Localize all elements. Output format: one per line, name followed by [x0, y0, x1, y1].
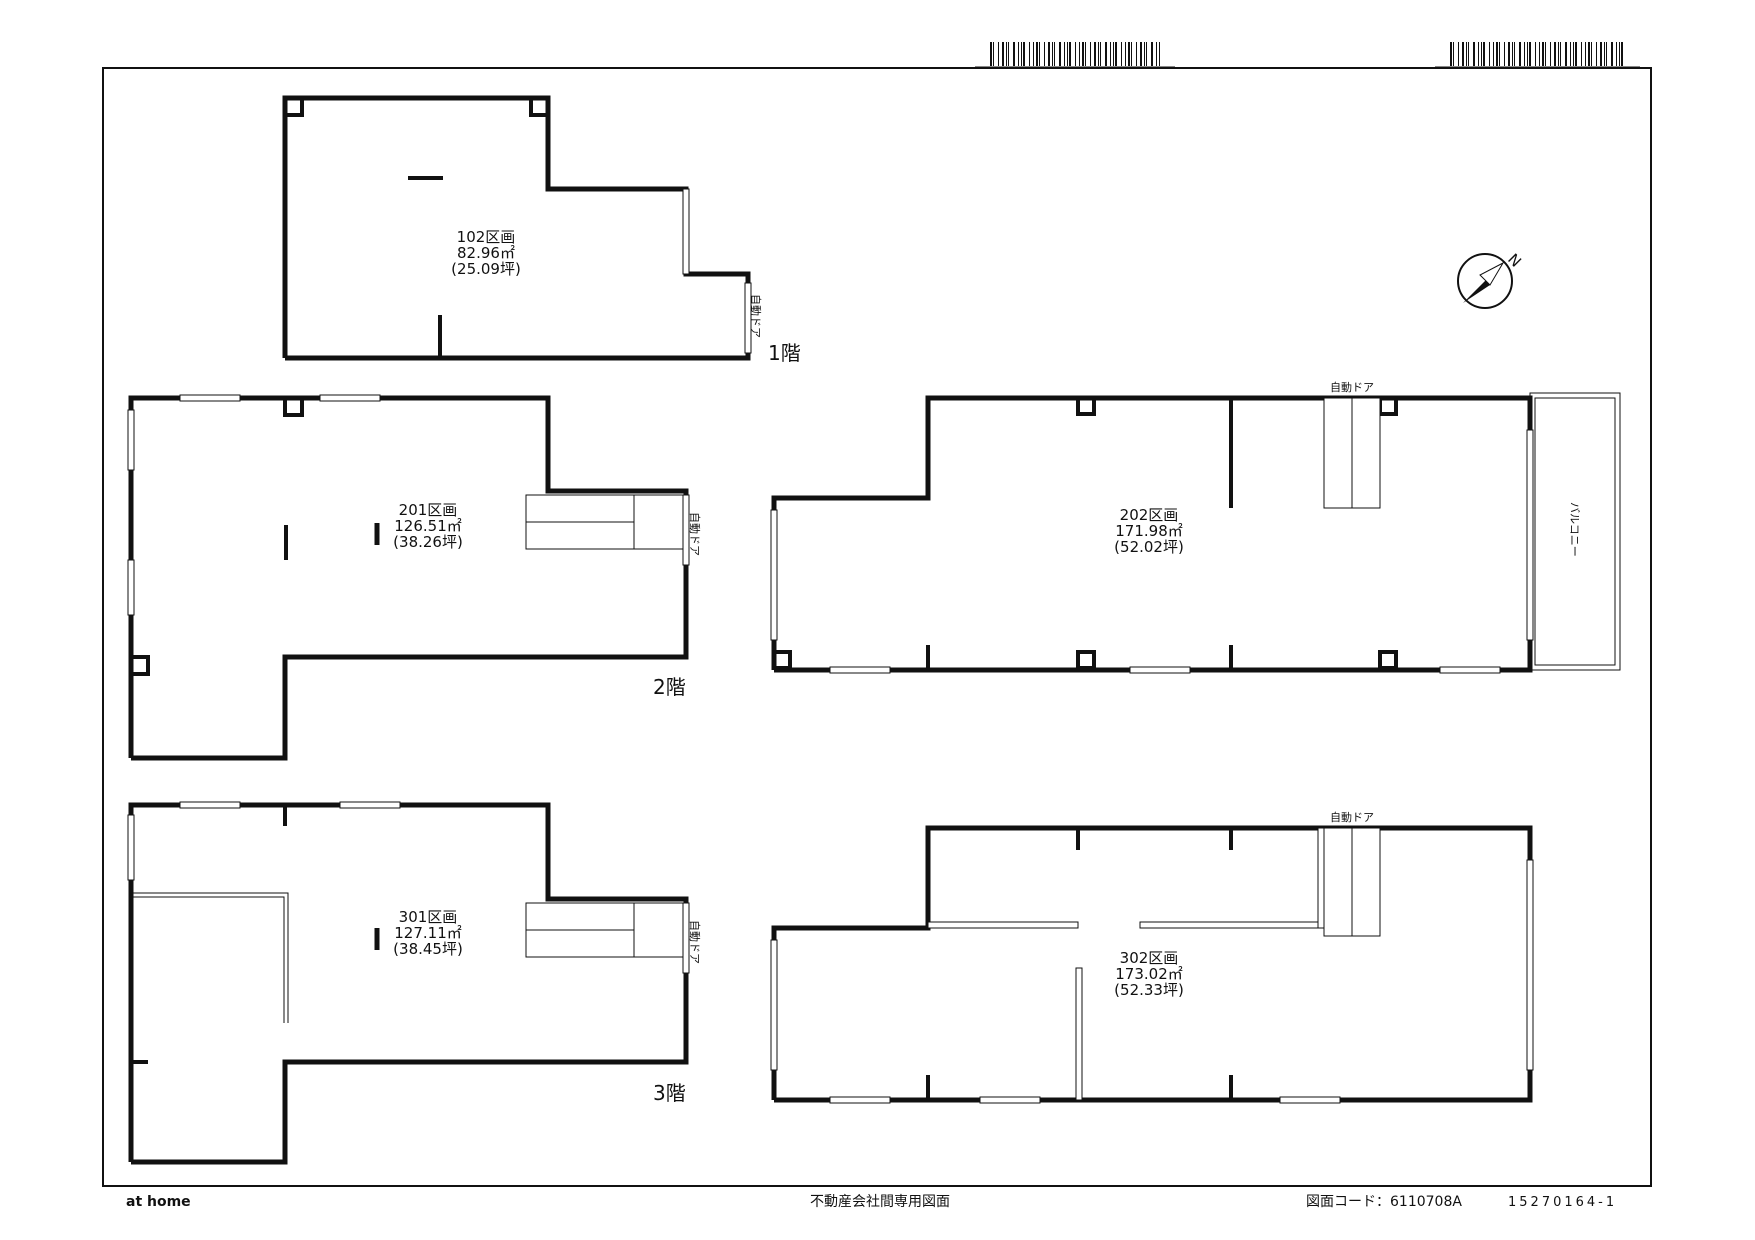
footer-logo: at home [126, 1194, 191, 1210]
plan-202 [770, 392, 1621, 674]
unit-202-area: 171.98㎡ [1115, 522, 1183, 540]
page-border [102, 67, 1652, 1187]
door-label-301: 自動ドア [688, 920, 702, 964]
footer-code: 図面コード：6110708A [1306, 1194, 1462, 1210]
unit-102-area: 82.96㎡ [457, 244, 515, 262]
unit-202-name: 202区画 [1120, 506, 1179, 524]
unit-301-area: 127.11㎡ [394, 924, 462, 942]
unit-301-tsubo: (38.45坪) [393, 940, 463, 958]
footer-number: 15270164-1 [1508, 1195, 1617, 1210]
door-label-302: 自動ドア [1330, 810, 1374, 824]
balcony-label: バルコニー [1568, 502, 1581, 557]
floor-label-1: 1階 [768, 341, 801, 365]
floor-label-3: 3階 [653, 1081, 686, 1105]
door-label-201: 自動ドア [688, 512, 702, 556]
barcode-left [975, 42, 1175, 68]
compass-icon [1457, 253, 1513, 309]
plan-302 [770, 825, 1534, 1104]
unit-102-tsubo: (25.09坪) [451, 260, 521, 278]
unit-102-name: 102区画 [457, 228, 516, 246]
unit-302-name: 302区画 [1120, 949, 1179, 967]
plan-301 [127, 801, 690, 1165]
door-label-202: 自動ドア [1330, 380, 1374, 394]
unit-202-tsubo: (52.02坪) [1114, 538, 1184, 556]
barcode-right [1435, 42, 1640, 68]
unit-201-area: 126.51㎡ [394, 517, 462, 535]
unit-302-tsubo: (52.33坪) [1114, 981, 1184, 999]
footer-title: 不動産会社間専用図面 [810, 1194, 950, 1210]
door-label-102: 自動ドア [749, 294, 763, 338]
unit-301-name: 301区画 [399, 908, 458, 926]
unit-201-tsubo: (38.26坪) [393, 533, 463, 551]
plan-201 [127, 394, 690, 761]
unit-302-area: 173.02㎡ [1115, 965, 1183, 983]
floor-label-2: 2階 [653, 675, 686, 699]
plan-102 [282, 95, 752, 361]
unit-201-name: 201区画 [399, 501, 458, 519]
